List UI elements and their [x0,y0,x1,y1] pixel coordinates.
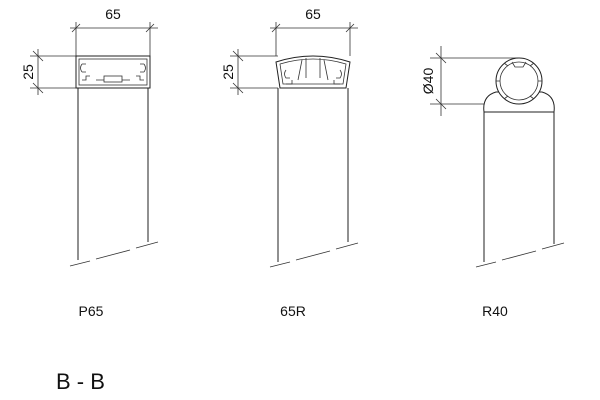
65r-width-label: 65 [305,6,321,22]
65r-height-dimension: 25 [220,49,278,95]
65r-height-label: 25 [220,64,236,80]
65r-profile-shape [275,55,351,89]
65r-break-line [269,242,359,268]
p65-label: P65 [79,303,104,319]
p65-height-label: 25 [20,64,36,80]
r40-break-line [475,242,565,268]
r40-diameter-label: Ø40 [420,68,436,95]
p65-width-dimension: 65 [70,6,158,56]
profile-r40: Ø40 R40 [420,46,565,319]
section-label: B - B [56,369,105,394]
profile-65r: 65 25 65R [220,6,359,319]
p65-profile-shape [75,55,151,89]
65r-width-dimension: 65 [270,6,358,56]
r40-label: R40 [482,303,508,319]
p65-height-dimension: 25 [20,49,76,95]
p65-width-label: 65 [105,6,121,22]
r40-diameter-dimension: Ø40 [420,46,519,116]
profile-p65: 65 25 P65 [20,6,159,319]
65r-label: 65R [280,303,306,319]
r40-profile-shape [483,57,555,113]
p65-break-line [69,241,159,267]
